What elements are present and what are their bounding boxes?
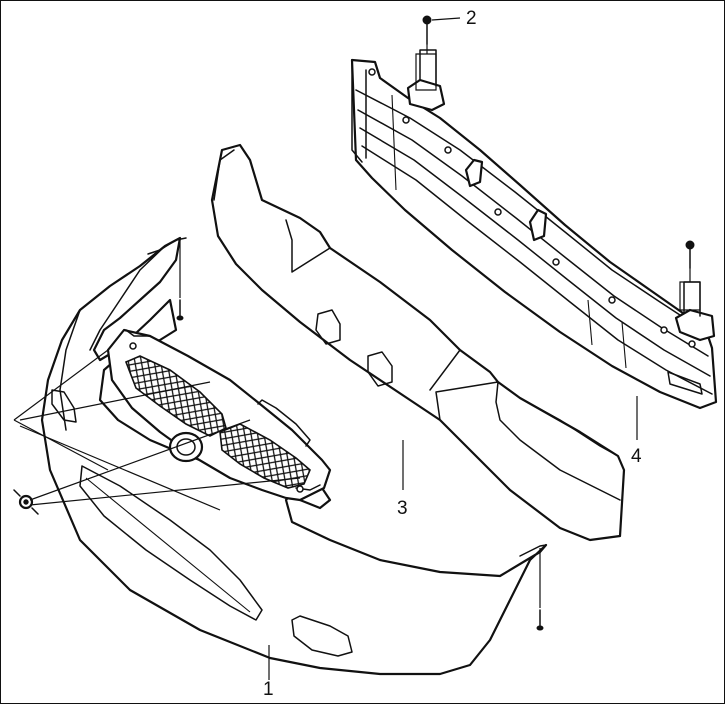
callout-label-4: 4 xyxy=(631,446,642,467)
callout-4: 4 xyxy=(631,396,642,467)
screw-icon xyxy=(176,299,184,321)
energy-absorber xyxy=(210,143,626,542)
callout-1: 1 xyxy=(263,645,274,700)
bolt-icon xyxy=(422,15,432,45)
callout-label-2: 2 xyxy=(466,8,477,29)
screw-icon xyxy=(536,609,544,631)
clip-icon xyxy=(13,489,39,515)
callout-2: 2 xyxy=(431,8,477,29)
bolt-icon xyxy=(685,240,695,269)
callout-label-3: 3 xyxy=(397,498,408,519)
callout-label-1: 1 xyxy=(263,679,274,700)
alignment-lines xyxy=(13,44,701,608)
callout-3: 3 xyxy=(397,440,408,519)
bumper-cover xyxy=(40,236,548,676)
